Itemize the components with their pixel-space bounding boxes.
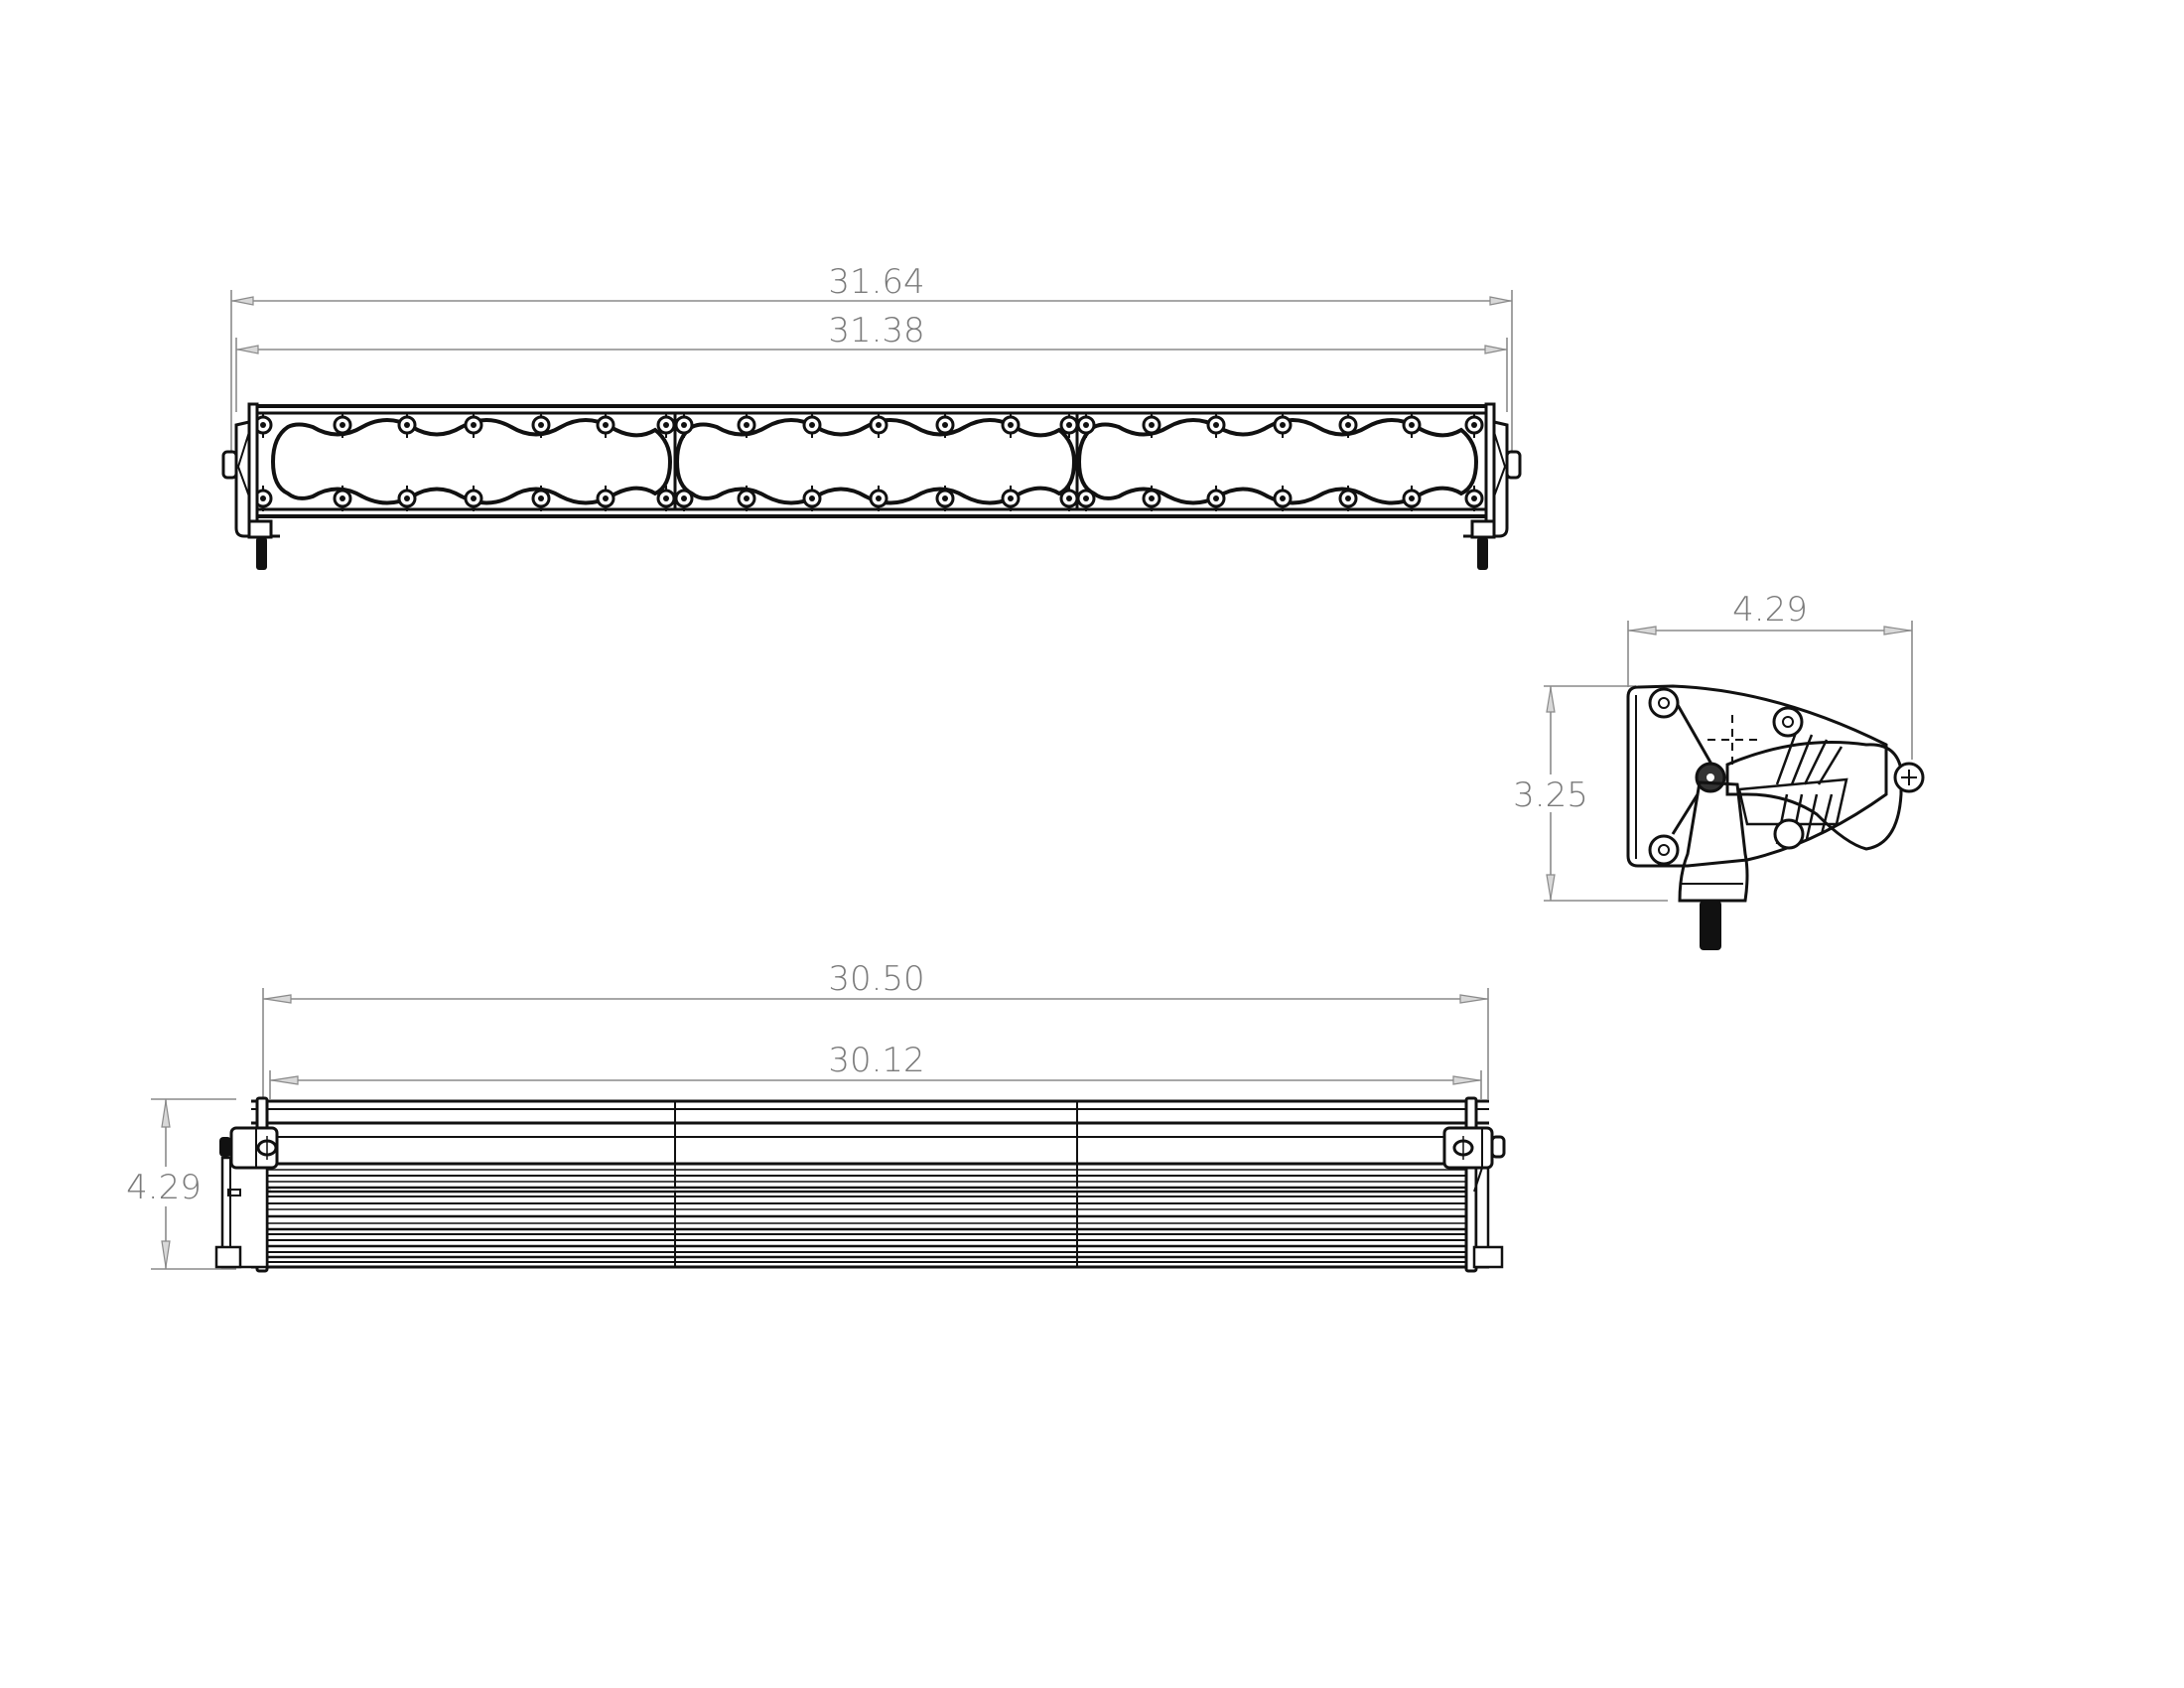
dimension-31-64: 31.64 [230,262,1513,477]
side-bolts [1648,687,1925,866]
heat-fins [1775,729,1843,845]
dimension-label: 31.38 [828,311,924,351]
led-module-1 [270,418,673,505]
dimension-label: 31.64 [828,262,924,302]
dimension-side-3-25: 3.25 [1513,685,1668,902]
top-left-bracket [214,1096,279,1273]
front-view: 31.64 31.38 [221,262,1522,570]
dimension-label: 30.12 [828,1041,924,1080]
side-view: 4.29 3.25 [1513,590,1925,950]
dimension-label: 4.29 [1732,590,1808,630]
dimension-label: 3.25 [1513,775,1588,815]
dimension-30-12: 30.12 [269,1041,1482,1107]
dimension-31-38: 31.38 [235,311,1508,412]
front-right-bracket [1463,402,1522,570]
dimension-top-4-29: 4.29 [126,1098,236,1270]
top-view-body [251,1099,1489,1269]
mount-stud [1700,901,1721,950]
dimension-side-4-29: 4.29 [1627,590,1913,760]
top-right-bracket [1442,1096,1506,1273]
dimension-label: 4.29 [126,1168,202,1207]
dimension-30-50: 30.50 [262,959,1489,1107]
dimension-label: 30.50 [828,959,924,999]
front-left-bracket [221,402,280,570]
led-module-3 [1076,418,1479,505]
top-view: 30.50 30.12 4.29 [126,959,1506,1273]
led-module-2 [674,418,1077,505]
